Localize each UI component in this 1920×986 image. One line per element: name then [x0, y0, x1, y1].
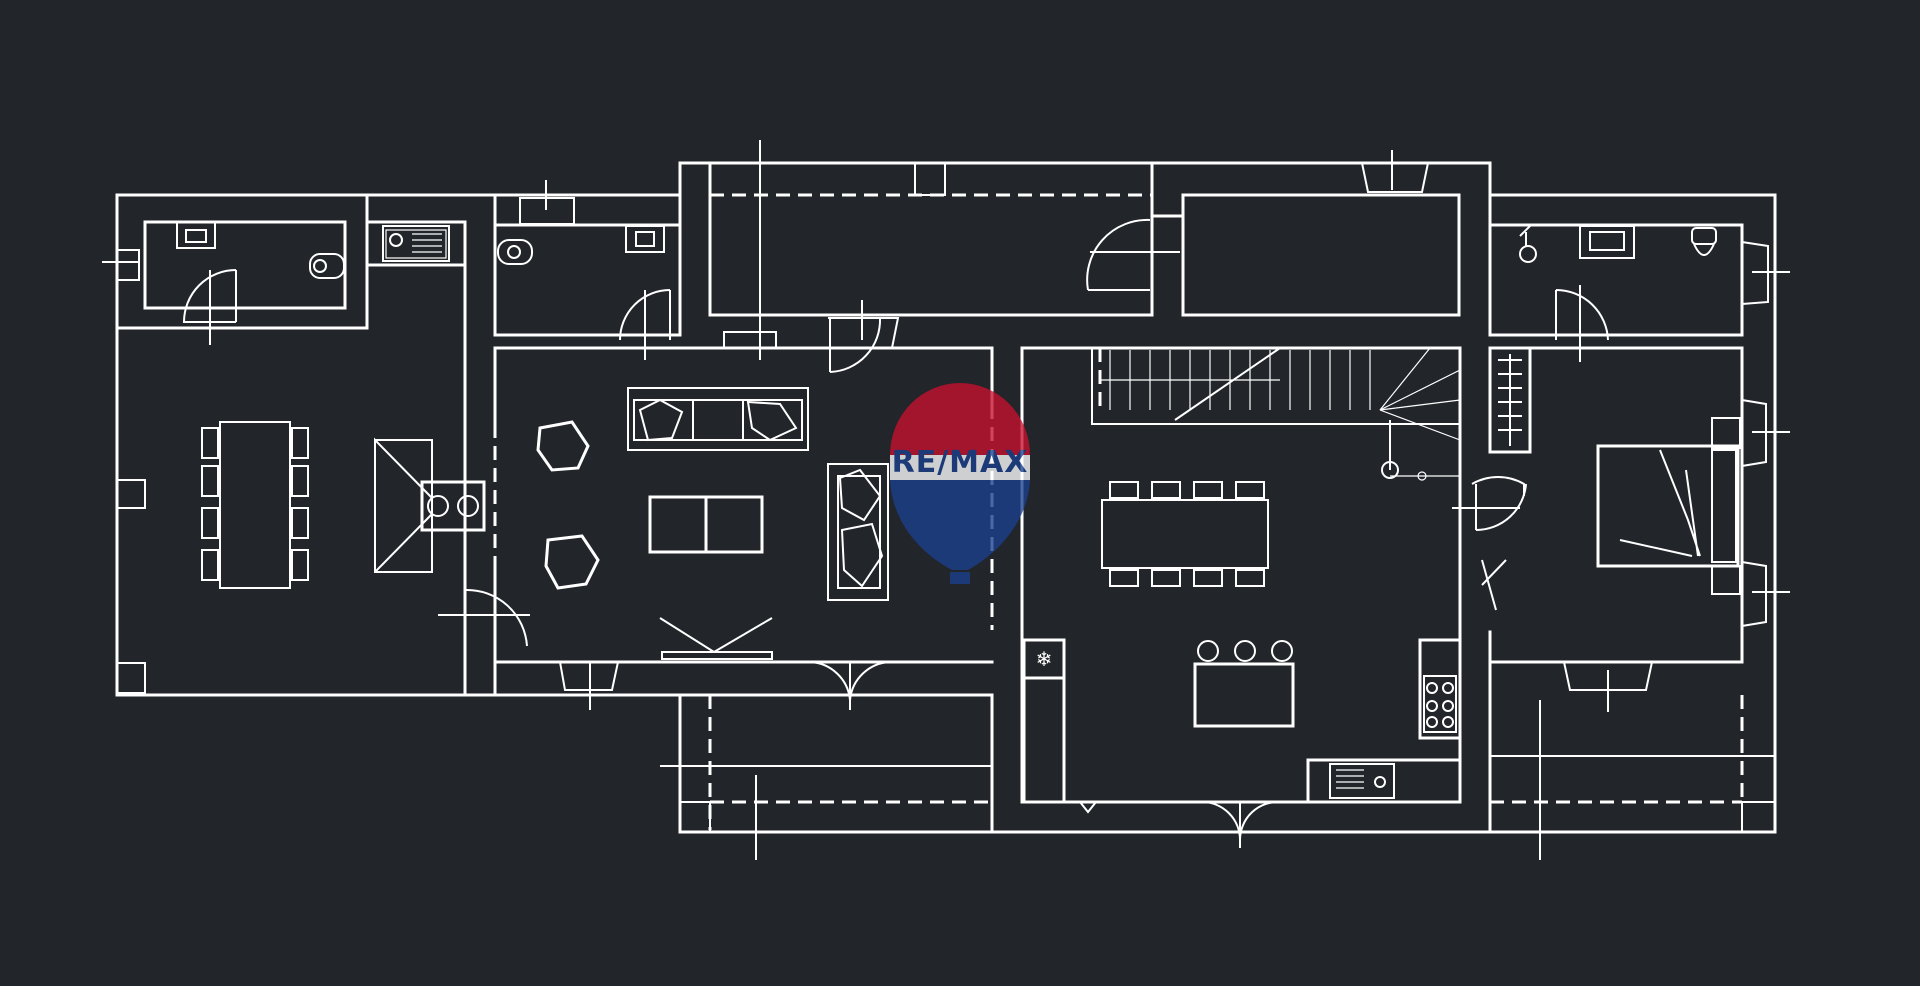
kitchen-dining: ❄: [1020, 346, 1527, 848]
living-area: [493, 140, 994, 710]
kitchen-chairs: [1109, 481, 1265, 587]
dining-chairs: [201, 427, 309, 581]
snowflake-icon: ❄: [1036, 647, 1053, 671]
staircase: [1098, 347, 1461, 481]
remax-logo: RE/MAX: [890, 383, 1030, 584]
terraces: [660, 695, 1776, 860]
remax-logo-text: RE/MAX: [892, 445, 1029, 480]
hallway: [708, 150, 1461, 317]
left-wing: [102, 193, 530, 697]
hot-air-balloon-icon: [890, 383, 1030, 584]
right-wing: [1488, 223, 1790, 712]
